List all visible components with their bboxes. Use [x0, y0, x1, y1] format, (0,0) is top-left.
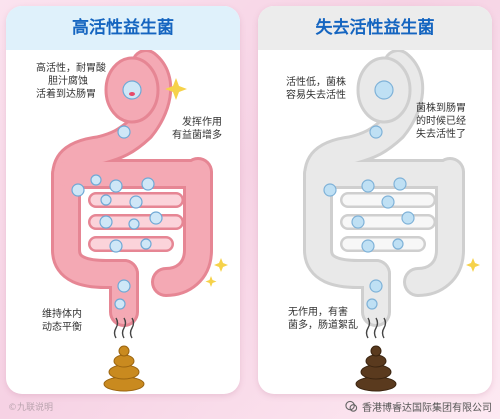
sad-bacteria-icon [323, 80, 415, 310]
wechat-icon [345, 400, 358, 412]
watermark-right: 香港博睿达国际集团有限公司 [345, 399, 492, 414]
label-inactive-on-arrival: 菌株到肠胃 的时候已经 失去活性了 [416, 103, 466, 140]
label-low-activity: 活性低，菌株 容易失去活性 [286, 77, 346, 101]
odor-lines-icon [365, 317, 387, 339]
panel-high-activity: 高活性益生菌 [6, 6, 240, 394]
label-acid-resistance: 高活性，耐胃酸 胆汁腐蚀 活着到达肠胃 [36, 63, 106, 100]
sparkle-icon [165, 78, 228, 287]
stool-icon [355, 345, 397, 392]
label-dynamic-balance: 维持体内 动态平衡 [42, 309, 82, 333]
stool-icon [103, 345, 145, 392]
sparkle-icon [466, 258, 480, 272]
intestine-diagram-healthy [51, 50, 228, 392]
label-no-effect: 无作用，有害 菌多，肠道絮乱 [288, 307, 358, 331]
panel-low-activity: 失去活性益生菌 [258, 6, 492, 394]
happy-bacteria-icon [71, 80, 163, 310]
panel-title-high-activity: 高活性益生菌 [6, 6, 240, 50]
watermark-left: ©九联说明 [8, 403, 54, 413]
intestine-diagram-unhealthy [303, 50, 480, 392]
panel-title-low-activity: 失去活性益生菌 [258, 6, 492, 50]
company-name: 香港博睿达国际集团有限公司 [362, 403, 492, 414]
intestine-icon [51, 50, 213, 327]
odor-lines-icon [113, 317, 135, 339]
label-beneficial-increase: 发挥作用 有益菌增多 [172, 117, 222, 141]
